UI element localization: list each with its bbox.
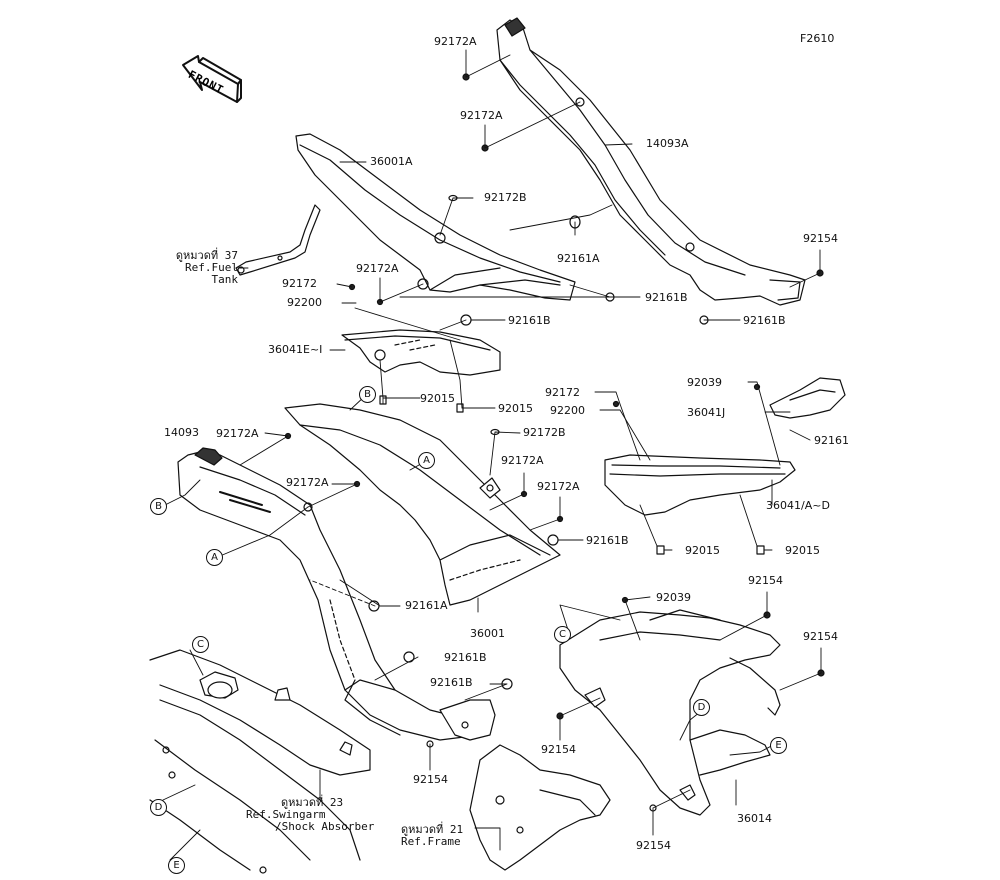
part-label[interactable]: 92154 bbox=[803, 630, 838, 643]
leader-lines bbox=[162, 49, 822, 861]
part-label[interactable]: 92172 bbox=[282, 277, 317, 290]
part-label[interactable]: 92161A bbox=[557, 252, 600, 265]
ref-fuel-tank-line2: Tank bbox=[211, 273, 239, 286]
part-label[interactable]: 92172A bbox=[434, 35, 477, 48]
callout-d: D bbox=[693, 699, 710, 716]
part-label[interactable]: 36041J bbox=[687, 406, 726, 419]
part-label[interactable]: 92015 bbox=[685, 544, 720, 557]
part-label[interactable]: 92172B bbox=[523, 426, 566, 439]
part-label[interactable]: 92172A bbox=[460, 109, 503, 122]
part-label[interactable]: 36041/A~D bbox=[766, 499, 830, 512]
cover-36001A bbox=[295, 133, 576, 301]
part-label[interactable]: 92172A bbox=[286, 476, 329, 489]
part-label[interactable]: 92200 bbox=[550, 404, 585, 417]
ref-fuel-tank[interactable]: ดูหมวดที่ 37 Ref.Fuel Tank bbox=[148, 250, 238, 286]
swingarm-reference bbox=[149, 649, 371, 874]
cover-36014 bbox=[559, 609, 781, 816]
callout-d: D bbox=[150, 799, 167, 816]
part-label[interactable]: 92172A bbox=[537, 480, 580, 493]
callout-b: B bbox=[150, 498, 167, 515]
cover-36041-A-D bbox=[604, 454, 796, 516]
ref-swingarm[interactable]: ดูหมวดที่ 23 Ref.Swingarm /Shock Absorbe… bbox=[246, 797, 374, 833]
callout-a: A bbox=[418, 452, 435, 469]
part-label[interactable]: 92161B bbox=[444, 651, 487, 664]
part-label[interactable]: 92172A bbox=[216, 427, 259, 440]
part-label[interactable]: 92172A bbox=[501, 454, 544, 467]
part-label[interactable]: 92172A bbox=[356, 262, 399, 275]
callout-a: A bbox=[206, 549, 223, 566]
part-label[interactable]: 92154 bbox=[748, 574, 783, 587]
part-label[interactable]: 36001 bbox=[470, 627, 505, 640]
callout-e: E bbox=[770, 737, 787, 754]
cover-14093A bbox=[496, 17, 806, 306]
fuel-tank-bracket bbox=[235, 204, 321, 276]
front-arrow-icon bbox=[182, 55, 242, 103]
part-label[interactable]: 92172B bbox=[484, 191, 527, 204]
part-label[interactable]: 92172 bbox=[545, 386, 580, 399]
ref-swingarm-line2: /Shock Absorber bbox=[275, 820, 375, 833]
cover-36041E-I bbox=[341, 329, 501, 376]
part-label[interactable]: 92154 bbox=[541, 743, 576, 756]
part-label[interactable]: 92154 bbox=[636, 839, 671, 852]
frame-reference bbox=[469, 744, 611, 871]
ref-fuel-tank-line1: Ref.Fuel bbox=[185, 261, 238, 274]
ref-swingarm-line1: Ref.Swingarm bbox=[246, 808, 326, 821]
figure-code: F2610 bbox=[800, 32, 835, 45]
part-label[interactable]: 92161B bbox=[645, 291, 688, 304]
callout-e: E bbox=[168, 857, 185, 874]
part-label[interactable]: 14093A bbox=[646, 137, 689, 150]
ref-frame[interactable]: ดูหมวดที่ 21 Ref.Frame bbox=[401, 824, 463, 848]
ref-swingarm-thai: ดูหมวดที่ 23 bbox=[281, 796, 344, 809]
part-label[interactable]: 92161B bbox=[586, 534, 629, 547]
part-label[interactable]: 92154 bbox=[803, 232, 838, 245]
cover-36041J bbox=[769, 377, 846, 419]
part-label[interactable]: 36041E~I bbox=[268, 343, 323, 356]
part-label[interactable]: 36001A bbox=[370, 155, 413, 168]
part-label[interactable]: 92154 bbox=[413, 773, 448, 786]
part-label[interactable]: 92161A bbox=[405, 599, 448, 612]
part-label[interactable]: 92015 bbox=[785, 544, 820, 557]
part-label[interactable]: 92161B bbox=[743, 314, 786, 327]
part-label[interactable]: 92039 bbox=[687, 376, 722, 389]
part-label[interactable]: 92161 bbox=[814, 434, 849, 447]
part-label[interactable]: 92015 bbox=[420, 392, 455, 405]
part-label[interactable]: 92015 bbox=[498, 402, 533, 415]
part-label[interactable]: 92161B bbox=[508, 314, 551, 327]
part-label[interactable]: 92161B bbox=[430, 676, 473, 689]
ref-fuel-tank-thai: ดูหมวดที่ 37 bbox=[175, 249, 238, 262]
callout-b: B bbox=[359, 386, 376, 403]
callout-c: C bbox=[554, 626, 571, 643]
cover-36001 bbox=[284, 403, 561, 606]
ref-frame-line1: Ref.Frame bbox=[401, 835, 461, 848]
callout-c: C bbox=[192, 636, 209, 653]
part-label[interactable]: 14093 bbox=[164, 426, 199, 439]
part-label[interactable]: 92200 bbox=[287, 296, 322, 309]
ref-frame-thai: ดูหมวดที่ 21 bbox=[401, 823, 464, 836]
lower-bracket bbox=[439, 699, 496, 741]
part-label[interactable]: 92039 bbox=[656, 591, 691, 604]
part-label[interactable]: 36014 bbox=[737, 812, 772, 825]
